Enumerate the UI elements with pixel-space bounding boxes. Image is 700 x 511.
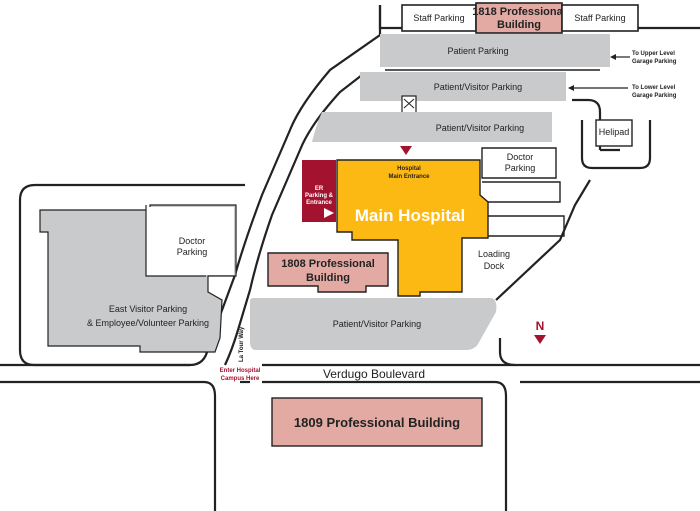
la-tour-way-east-edge [224, 74, 363, 366]
staff-parking-left-lot [401, 4, 477, 32]
patient-visitor-upper-label: Patient/Visitor Parking [434, 82, 522, 92]
building-1808-label-line2: Building [306, 272, 350, 284]
helipad-label: Helipad [599, 127, 630, 137]
er-entrance-building [302, 160, 336, 222]
er-label-line3: Entrance [306, 200, 332, 206]
doctor-parking-right-label-line1: Doctor [507, 152, 534, 162]
enter-campus-label-line1: Enter Hospital [220, 368, 261, 374]
staff-parking-right-label: Staff Parking [574, 13, 625, 23]
building-1809-label: 1809 Professional Building [294, 415, 460, 430]
building-1809-group: 1809 Professional Building [271, 397, 483, 447]
patient-parking-garage [380, 34, 610, 67]
building-1808-label-line1: 1808 Professional [281, 258, 375, 270]
east-lot-row-2 [486, 215, 565, 237]
loading-dock-label-line2: Dock [484, 261, 505, 271]
er-arrow-icon [324, 208, 334, 218]
parking-structures: Patient Parking Patient/Visitor Parking … [39, 34, 610, 353]
main-hospital-group: Main Hospital ER Parking & Entrance Hosp… [302, 146, 489, 297]
main-entrance-label-line2: Main Entrance [388, 174, 430, 180]
main-entrance-label-line1: Hospital [397, 166, 421, 172]
building-1809 [271, 397, 483, 447]
building-1818-label-line1: 1818 Professional [472, 6, 566, 18]
to-lower-label-line1: To Lower Level [632, 85, 676, 91]
top-row: Staff Parking 1818 Professional Building… [401, 2, 639, 34]
doctor-parking-left-label-line1: Doctor [179, 236, 206, 246]
doctor-parking-right-label-line2: Parking [505, 163, 536, 173]
to-upper-label-line2: Garage Parking [632, 59, 677, 65]
enter-campus-label-line2: Campus Here [221, 376, 260, 382]
verdugo-north-edge-west [0, 380, 217, 511]
er-label-line2: Parking & [305, 193, 334, 199]
verdugo-south-edge-east [262, 380, 508, 511]
to-lower-label-line2: Garage Parking [632, 93, 677, 99]
east-lot-top-road [18, 183, 245, 201]
garage-directions: To Upper Level Garage Parking To Lower L… [568, 51, 677, 99]
patient-visitor-middle-label: Patient/Visitor Parking [436, 123, 524, 133]
building-1818 [475, 2, 563, 34]
building-1808-group: 1808 Professional Building [267, 252, 389, 293]
verdugo-boulevard-label: Verdugo Boulevard [323, 367, 425, 381]
ramp-cross-icon [403, 98, 415, 109]
doctor-parking-left-fill [148, 207, 234, 275]
building-1808 [267, 252, 389, 293]
helipad-road [580, 120, 652, 170]
main-hospital-label: Main Hospital [355, 206, 466, 225]
north-arrow-triangle [534, 335, 546, 344]
main-hospital-building [336, 159, 489, 297]
east-lot-row-1 [482, 181, 561, 203]
la-tour-way-label: La Tour Way [239, 326, 245, 362]
east-visitor-label-line1: East Visitor Parking [109, 304, 187, 314]
road-outlines [0, 5, 700, 511]
patient-visitor-garage-upper [360, 72, 566, 101]
patient-visitor-lot-lower [250, 298, 497, 350]
doctor-parking-right-lot [481, 147, 557, 179]
east-visitor-label-line2: & Employee/Volunteer Parking [87, 318, 209, 328]
to-lower-arrow-icon [568, 85, 574, 91]
patient-visitor-lower-label: Patient/Visitor Parking [333, 319, 421, 329]
east-lot-outer-loop [18, 200, 190, 367]
loading-dock-label-line1: Loading [478, 249, 510, 259]
la-tour-way-west-edge [189, 5, 382, 367]
staff-parking-left-label: Staff Parking [413, 13, 464, 23]
north-arrow-icon: N [534, 319, 546, 344]
patient-visitor-garage-middle [312, 112, 552, 142]
main-entrance-marker-icon [400, 146, 412, 155]
doctor-parking-left-label-line2: Parking [177, 247, 208, 257]
helipad-pad [595, 119, 633, 147]
north-label: N [536, 319, 545, 333]
east-perimeter-diagonal [495, 179, 591, 301]
to-upper-arrow-icon [610, 54, 616, 60]
east-perimeter-road [498, 338, 516, 367]
patient-parking-label: Patient Parking [447, 46, 508, 56]
east-service-road [572, 98, 602, 150]
to-upper-label-line1: To Upper Level [632, 51, 675, 57]
staff-parking-right-lot [561, 4, 639, 32]
er-label-line1: ER [315, 186, 324, 192]
building-1818-label-line2: Building [497, 19, 541, 31]
east-side-lots: Doctor Parking Helipad Loading Dock [478, 119, 633, 271]
